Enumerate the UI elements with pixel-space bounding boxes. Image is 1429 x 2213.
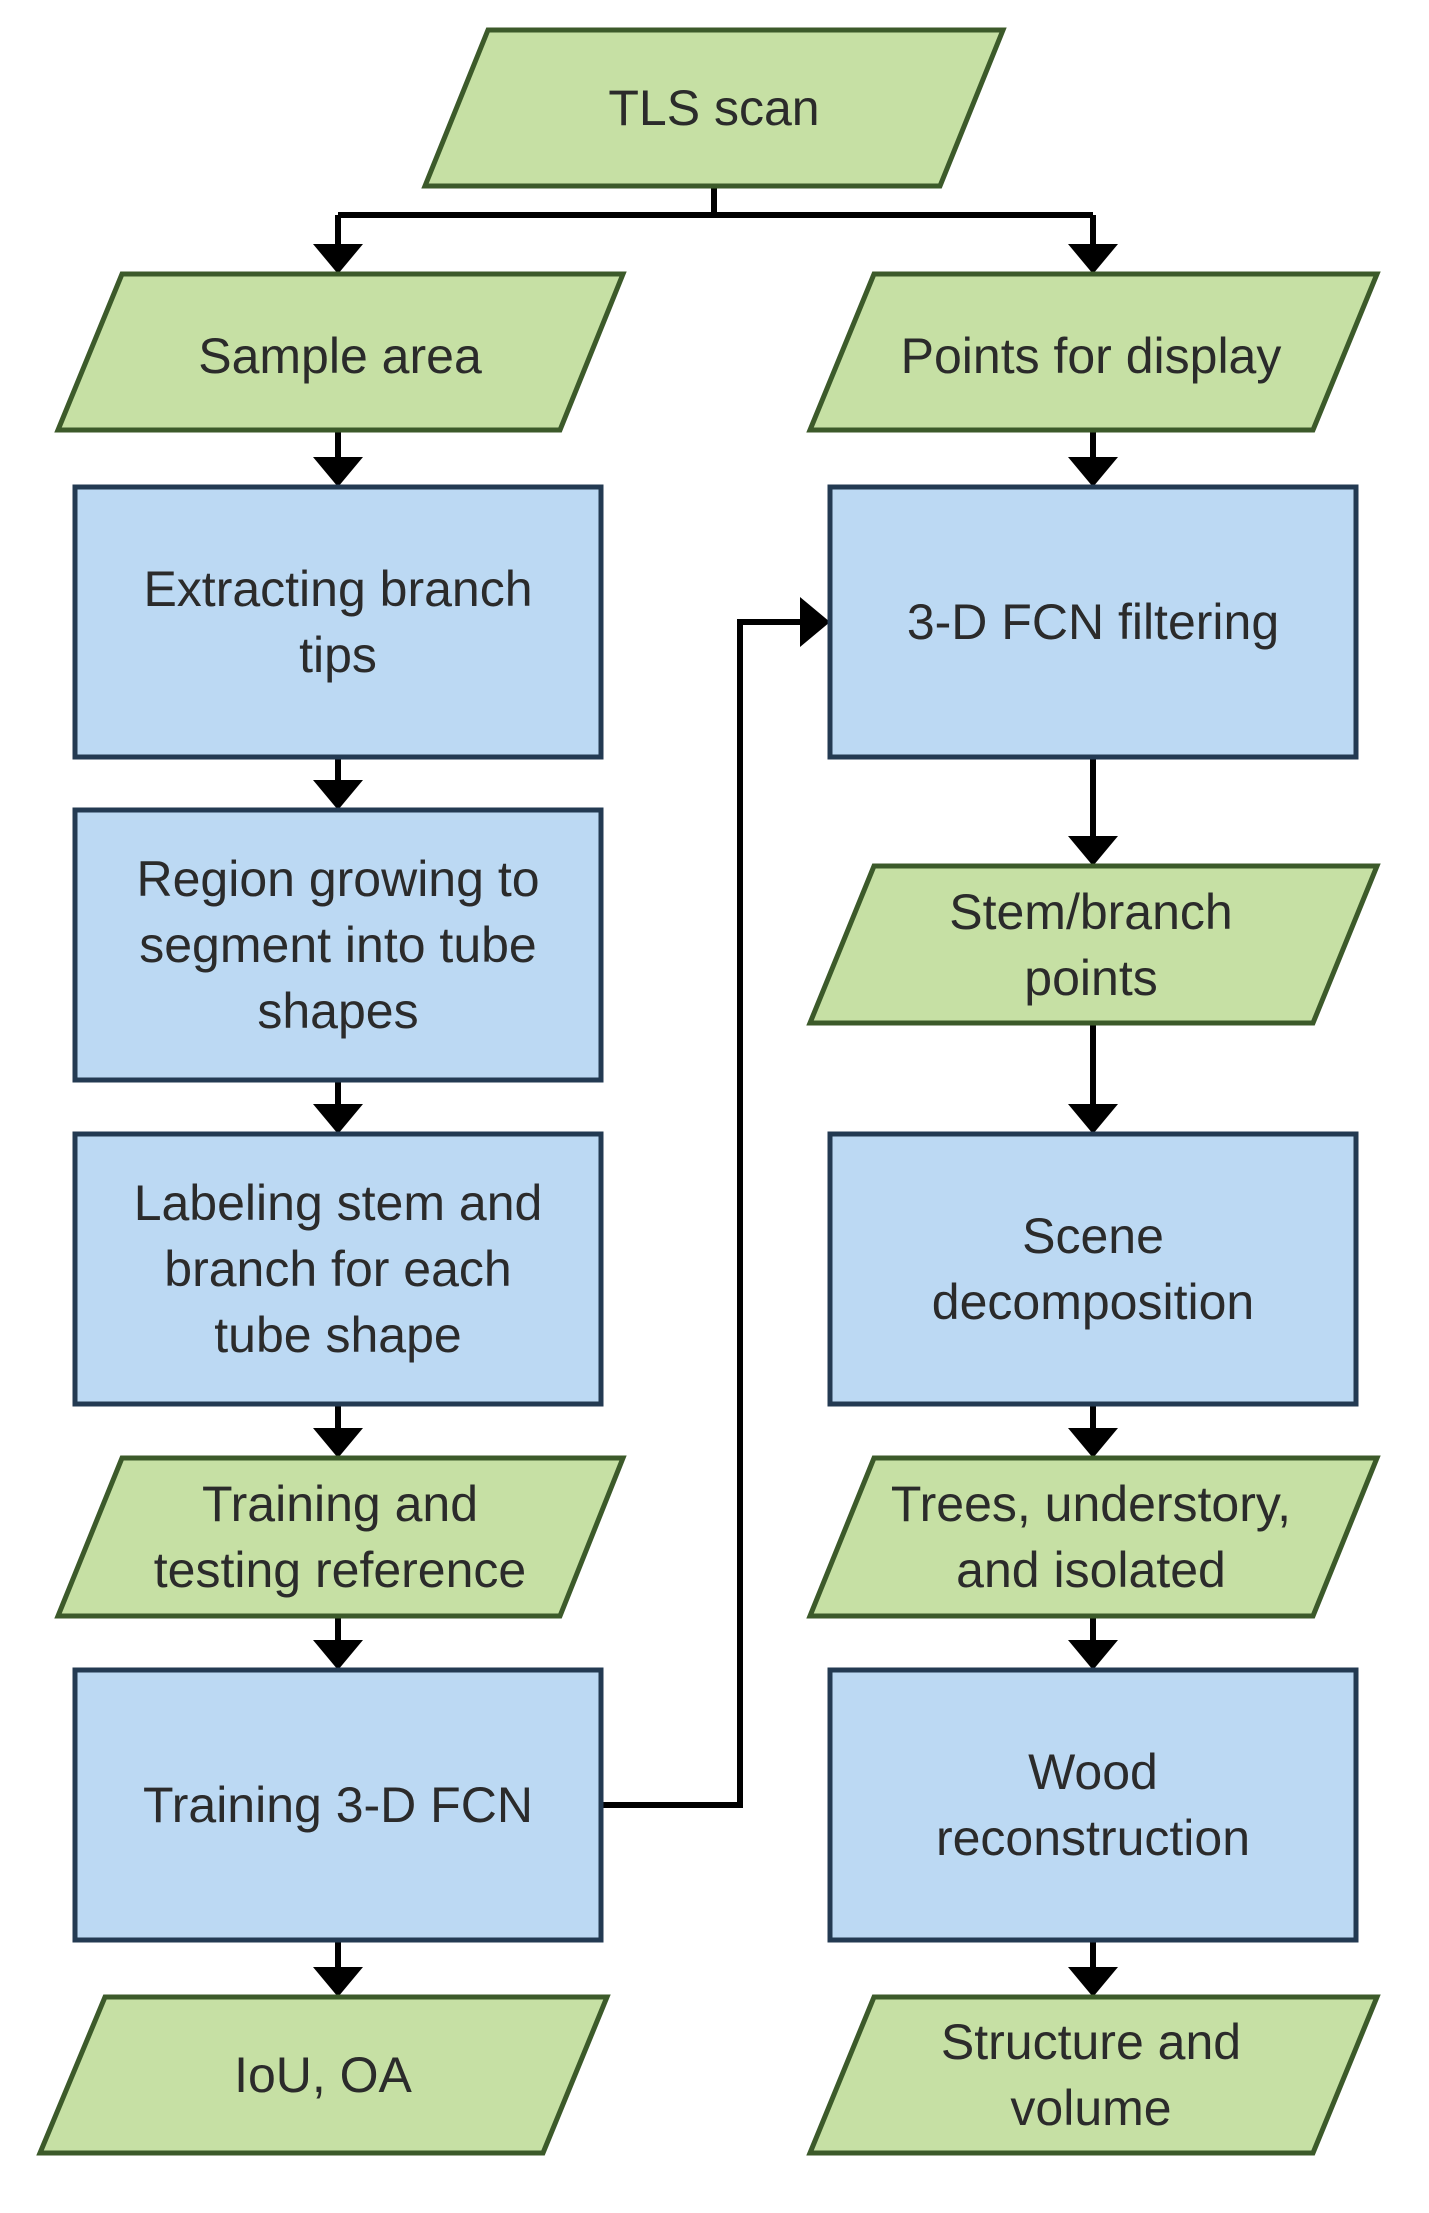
- label-line: branch for each: [164, 1241, 511, 1297]
- connector-line: [601, 619, 800, 1808]
- node-wood-reconstruction: Wood reconstruction: [827, 1667, 1359, 1943]
- label-line: Labeling stem and: [134, 1175, 543, 1231]
- arrow-head: [1068, 1104, 1118, 1134]
- arrow-head: [313, 1428, 363, 1458]
- arrow-head: [313, 1640, 363, 1670]
- node-fcn-filtering: 3-D FCN filtering: [827, 484, 1359, 760]
- label-line: tips: [299, 627, 377, 683]
- node-training-testing-reference: Training and testing reference: [54, 1455, 627, 1619]
- process-shape: [827, 484, 1359, 760]
- label-line: Structure and: [941, 2014, 1241, 2070]
- io-shape: [54, 271, 627, 433]
- node-label: Region growing to segment into tube shapes: [136, 851, 539, 1039]
- node-training-fcn: Training 3-D FCN: [72, 1667, 604, 1943]
- io-shape: [806, 1994, 1381, 2156]
- node-trees-understory-isolated: Trees, understory, and isolated: [806, 1455, 1381, 1619]
- arrow-head: [1068, 836, 1118, 866]
- label-line: Stem/branch: [949, 884, 1232, 940]
- arrow-head: [1068, 1640, 1118, 1670]
- node-label: Trees, understory, and isolated: [891, 1476, 1291, 1598]
- arrow-head: [1068, 1428, 1118, 1458]
- label-line: Points for display: [901, 328, 1282, 384]
- node-region-growing: Region growing to segment into tube shapes: [72, 807, 604, 1083]
- process-shape: [72, 484, 604, 760]
- arrow-head: [313, 1104, 363, 1134]
- node-label: 3-D FCN filtering: [907, 594, 1279, 650]
- node-label: Stem/branch points: [949, 884, 1232, 1006]
- node-label: Wood reconstruction: [936, 1744, 1250, 1866]
- node-stem-branch-points: Stem/branch points: [806, 863, 1381, 1026]
- node-label: Extracting branch tips: [143, 561, 532, 683]
- node-extracting-branch-tips: Extracting branch tips: [72, 484, 604, 760]
- node-points-for-display: Points for display: [806, 271, 1381, 433]
- label-line: points: [1024, 950, 1157, 1006]
- arrow-head: [313, 457, 363, 487]
- label-line: Training 3-D FCN: [143, 1777, 533, 1833]
- arrow-head: [800, 597, 830, 647]
- node-label: Sample area: [198, 328, 482, 384]
- process-shape: [72, 1131, 604, 1407]
- arrow-head: [1068, 1967, 1118, 1997]
- node-label: Structure and volume: [941, 2014, 1241, 2136]
- io-shape: [421, 27, 1007, 189]
- label-line: Scene: [1022, 1208, 1164, 1264]
- node-label: Labeling stem and branch for each tube sha…: [134, 1175, 543, 1363]
- io-shape: [806, 1455, 1381, 1619]
- label-line: tube shape: [214, 1307, 461, 1363]
- label-line: decomposition: [932, 1274, 1254, 1330]
- label-line: IoU, OA: [234, 2047, 412, 2103]
- label-line: reconstruction: [936, 1810, 1250, 1866]
- node-label: TLS scan: [608, 80, 819, 136]
- label-line: segment into tube: [139, 917, 537, 973]
- io-shape: [806, 863, 1381, 1026]
- label-line: 3-D FCN filtering: [907, 594, 1279, 650]
- process-shape: [827, 1131, 1359, 1407]
- node-iou-oa: IoU, OA: [36, 1994, 611, 2156]
- node-label: Training and testing reference: [154, 1476, 526, 1598]
- process-shape: [827, 1667, 1359, 1943]
- label-line: Region growing to: [136, 851, 539, 907]
- label-line: volume: [1010, 2080, 1171, 2136]
- node-label: Training 3-D FCN: [143, 1777, 533, 1833]
- arrow-head: [313, 1967, 363, 1997]
- label-line: and isolated: [956, 1542, 1226, 1598]
- process-shape: [72, 1667, 604, 1943]
- arrow-head: [313, 244, 363, 274]
- node-label: Points for display: [901, 328, 1282, 384]
- io-shape: [806, 271, 1381, 433]
- io-shape: [54, 1455, 627, 1619]
- io-shape: [36, 1994, 611, 2156]
- arrow-head: [313, 780, 363, 810]
- label-line: Training and: [202, 1476, 478, 1532]
- node-scene-decomposition: Scene decomposition: [827, 1131, 1359, 1407]
- label-line: shapes: [257, 983, 418, 1039]
- label-line: TLS scan: [608, 80, 819, 136]
- label-line: Wood: [1028, 1744, 1158, 1800]
- label-line: Extracting branch: [143, 561, 532, 617]
- connectors: [335, 186, 1096, 1967]
- node-structure-volume: Structure and volume: [806, 1994, 1381, 2156]
- process-shape: [72, 807, 604, 1083]
- arrowheads: [313, 244, 1118, 1997]
- node-labeling-stem-branch: Labeling stem and branch for each tube sha…: [72, 1131, 604, 1407]
- node-tls-scan: TLS scan: [421, 27, 1007, 189]
- node-label: Scene decomposition: [932, 1208, 1254, 1330]
- node-label: IoU, OA: [234, 2047, 412, 2103]
- arrow-head: [1068, 457, 1118, 487]
- node-sample-area: Sample area: [54, 271, 627, 433]
- label-line: Trees, understory,: [891, 1476, 1291, 1532]
- label-line: testing reference: [154, 1542, 526, 1598]
- label-line: Sample area: [198, 328, 482, 384]
- arrow-head: [1068, 244, 1118, 274]
